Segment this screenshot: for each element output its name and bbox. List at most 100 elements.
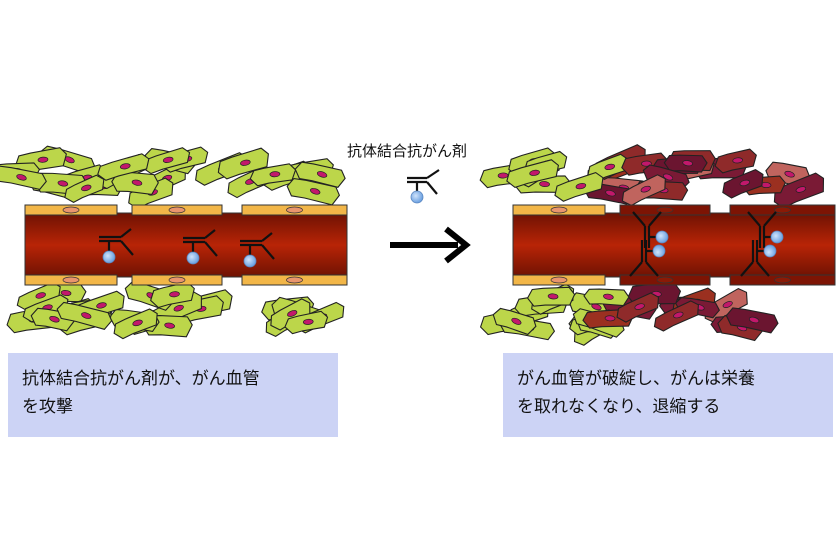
cell-nucleus [164,322,175,329]
cell-nucleus [81,312,92,319]
drug-particle [102,250,116,264]
antibody-drug-conjugate [240,232,275,268]
cell [722,169,764,199]
endothelial-nucleus [286,276,303,284]
right-caption: がん血管が破綻し、がんは栄養 を取れなくなり、退縮する [503,353,833,437]
endothelial-nucleus [62,206,80,214]
cell-nucleus [269,171,281,178]
caption-line: がん血管が破綻し、がんは栄養 [517,369,755,389]
cell-nucleus [49,315,60,323]
cell-nucleus [131,179,143,186]
endothelial-nucleus [656,276,674,284]
cell-nucleus [732,157,744,164]
antibody-icon [240,232,275,260]
cell-nucleus [673,311,684,319]
caption-line: を攻撃 [22,397,73,417]
cell [56,301,113,330]
antibody-drug-conjugate [747,211,784,248]
cell [217,147,269,180]
cell-nucleus [316,171,328,178]
endothelial-nucleus [550,206,568,214]
cell-nucleus [302,318,314,325]
antibody-icon [632,211,662,248]
legend-label: 抗体結合抗がん剤 [347,142,468,160]
drug-particle [763,244,777,258]
cell-nucleus [640,185,651,193]
antibody-drug-conjugate [740,240,777,277]
cell-nucleus [529,169,540,176]
cell [663,154,708,173]
cell [506,159,560,189]
cell-nucleus [37,156,49,163]
cell [526,286,576,307]
cell-nucleus [604,315,616,322]
cell [714,148,757,174]
cell-nucleus [539,181,550,188]
cell [554,172,604,202]
antibody-drug-conjugate [183,229,218,265]
cell-nucleus [310,188,321,195]
caption-line: 抗体結合抗がん剤が、がん血管 [22,369,260,389]
antibody-drug-legend-icon [407,169,440,204]
surrounding-cells [479,144,825,346]
cell [142,147,191,175]
cell-nucleus [641,160,652,167]
cell [150,281,195,309]
antibody-icon [747,211,777,248]
left-caption: 抗体結合抗がん剤が、がん血管 を攻撃 [8,353,338,437]
cell [111,171,159,195]
arrow-right-icon [390,226,471,264]
antibody-drug-conjugate [629,240,666,277]
cell-nucleus [173,304,184,312]
cell-nucleus [784,170,795,178]
blood-vessel [512,212,836,278]
cell-nucleus [96,302,107,309]
antibody-drug-conjugate [632,211,669,248]
cell-nucleus [287,310,298,317]
cell-nucleus [169,291,180,298]
cell [0,165,47,190]
cell [113,308,158,340]
cell-nucleus [57,180,69,187]
cell-nucleus [722,301,733,308]
cell-nucleus [81,184,92,192]
drug-particle [186,251,200,265]
cell-nucleus [739,179,751,187]
drug-particle [770,230,784,244]
cell [583,288,630,307]
cell-nucleus [604,163,616,171]
cell-nucleus [497,172,509,179]
drug-particle [243,254,257,268]
cell-nucleus [575,183,587,190]
antibody-drug-conjugate [99,228,134,264]
drug-particle [655,230,669,244]
endothelial-nucleus [656,206,674,214]
antibody-icon [740,240,770,277]
cell [725,307,779,334]
endothelial-nucleus [168,206,186,214]
cell [284,310,329,335]
cell-nucleus [35,292,46,299]
endothelial-nucleus [774,276,791,284]
cell-nucleus [795,186,807,193]
antibody-icon [99,228,134,256]
caption-line: を取れなくなり、退縮する [517,397,721,417]
cell-nucleus [60,290,72,297]
endothelial-nucleus [168,276,186,284]
cell-nucleus [119,163,131,170]
cell [621,174,666,207]
cell-nucleus [682,160,693,167]
cell [97,153,150,181]
cell-nucleus [634,303,645,310]
cell-nucleus [132,319,143,327]
cell [653,300,699,332]
cell-nucleus [16,174,27,181]
cell-nucleus [605,189,616,197]
cell [492,307,537,336]
cell [616,292,660,323]
antibody-icon [183,229,218,257]
cell-nucleus [547,293,559,300]
cell [294,161,346,188]
left-vessel-illustration [0,145,348,340]
